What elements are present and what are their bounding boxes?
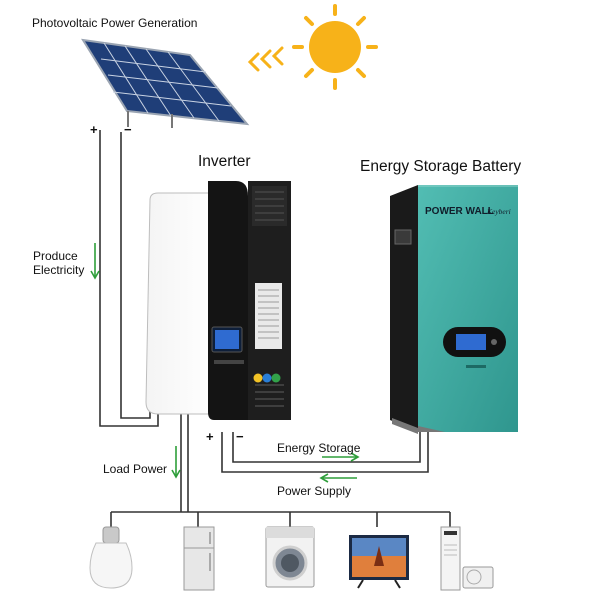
wiring	[99, 130, 451, 527]
load-power-label: Load Power	[103, 462, 168, 476]
battery-logo: Keyberi	[486, 207, 511, 216]
panel-minus-sign: −	[124, 122, 132, 137]
battery-brand-label: POWER WALL	[425, 206, 494, 217]
inverter-title: Inverter	[198, 153, 251, 170]
flow-arrows	[90, 243, 360, 483]
inverter-terminals	[253, 373, 281, 383]
produce-arrow-icon	[90, 243, 100, 280]
refrigerator-icon	[183, 526, 215, 591]
television-icon	[349, 535, 409, 589]
panel-plus-sign: +	[90, 122, 98, 137]
load-power-arrow-icon	[171, 446, 181, 479]
inverter-plus-sign: +	[206, 429, 214, 444]
pv-generation-title: Photovoltaic Power Generation	[32, 16, 198, 30]
energy-storage-label: Energy Storage	[277, 441, 361, 455]
produce-label-line1: Produce	[33, 249, 78, 263]
air-conditioner-icon	[440, 526, 494, 591]
battery-title: Energy Storage Battery	[360, 158, 522, 175]
solar-panel-icon	[81, 38, 250, 128]
inverter-display	[211, 326, 243, 353]
light-bulb-icon	[89, 526, 133, 589]
washing-machine-icon	[265, 526, 315, 588]
energy-storage-arrow-icon	[322, 452, 360, 462]
produce-label-line2: Electricity	[33, 263, 85, 277]
inverter-minus-sign: −	[236, 429, 244, 444]
battery-unit: POWER WALL Keyberi	[390, 185, 518, 434]
sun-rays-chevron-icon	[247, 46, 284, 72]
inverter-unit	[145, 181, 291, 420]
power-supply-arrow-icon	[319, 473, 357, 483]
power-supply-label: Power Supply	[277, 484, 352, 498]
battery-display	[443, 327, 506, 357]
sun-icon	[247, 4, 378, 90]
